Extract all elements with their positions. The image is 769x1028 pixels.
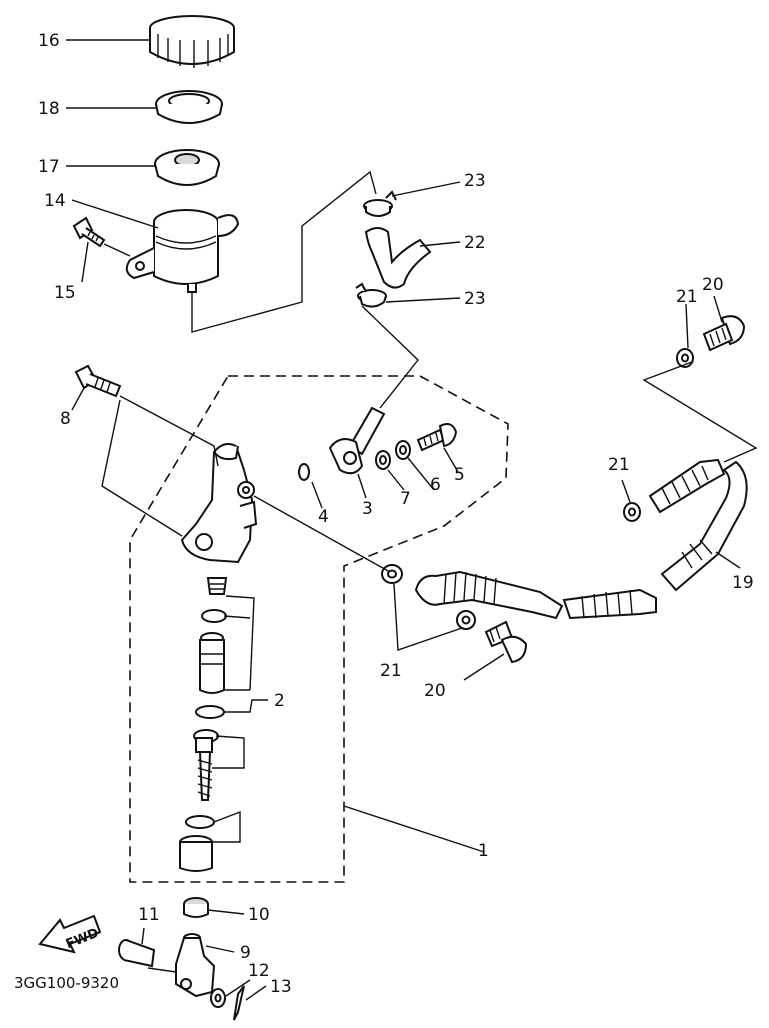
callout-12: 12 [248,961,270,981]
callout-14: 14 [44,191,66,211]
part-code: 3GG100-9320 [14,974,119,992]
callout-6: 6 [430,475,441,495]
part-10-locknut [183,897,209,918]
callout-23-lower: 23 [464,289,486,309]
callout-17: 17 [38,157,60,177]
part-3-hose-joint [328,406,386,475]
connection-lines [66,39,758,1001]
part-22-hose [364,227,432,289]
callout-21-right: 21 [608,455,630,475]
part-23-clamp-lower [355,282,387,308]
part-16-reservoir-cap [149,15,235,68]
part-19-brake-hose [414,458,748,620]
part-11-pin [118,939,156,968]
callout-18: 18 [38,99,60,119]
assembly-1-outline [129,375,509,883]
callout-23-upper: 23 [464,171,486,191]
part-17-diaphragm [154,149,220,186]
part-8-bolt [74,364,122,398]
callout-20-upper: 20 [702,275,724,295]
part-21-gasket-left-a [381,564,403,584]
part-2-piston-kit [179,577,228,872]
fwd-arrow-icon: FWD [38,914,102,954]
callout-2: 2 [274,691,285,711]
part-21-gasket-left-b [456,610,476,630]
callout-21-left: 21 [380,661,402,681]
part-4-o-ring [298,463,310,481]
callout-7: 7 [400,489,411,509]
callout-4: 4 [318,507,329,527]
callout-9: 9 [240,943,251,963]
part-21-gasket-upper [676,348,694,368]
callout-21-upper: 21 [676,287,698,307]
callout-16: 16 [38,31,60,51]
part-7-washer [375,450,391,470]
part-15-screw [72,216,106,248]
master-cylinder-body [180,443,258,564]
part-23-clamp-upper [363,190,397,217]
callout-8: 8 [60,409,71,429]
callout-15: 15 [54,283,76,303]
callout-22: 22 [464,233,486,253]
callout-5: 5 [454,465,465,485]
callout-11: 11 [138,905,160,925]
part-6-washer [395,440,411,460]
part-14-reservoir [125,209,240,293]
callout-labels: 16 18 17 14 15 23 22 23 21 20 8 21 4 3 7… [14,31,754,997]
part-5-screw [416,423,458,452]
part-20-union-bolt-upper [702,315,746,352]
part-20-union-bolt-lower [484,620,528,664]
part-12-washer [210,988,226,1008]
part-13-cotter-pin [233,985,245,1021]
part-21-gasket-right [623,502,641,522]
part-9-clevis [175,933,216,998]
part-18-plate [155,90,223,124]
callout-10: 10 [248,905,270,925]
callout-3: 3 [362,499,373,519]
callout-13: 13 [270,977,292,997]
callout-19: 19 [732,573,754,593]
callout-1: 1 [478,841,489,861]
callout-20-lower: 20 [424,681,446,701]
